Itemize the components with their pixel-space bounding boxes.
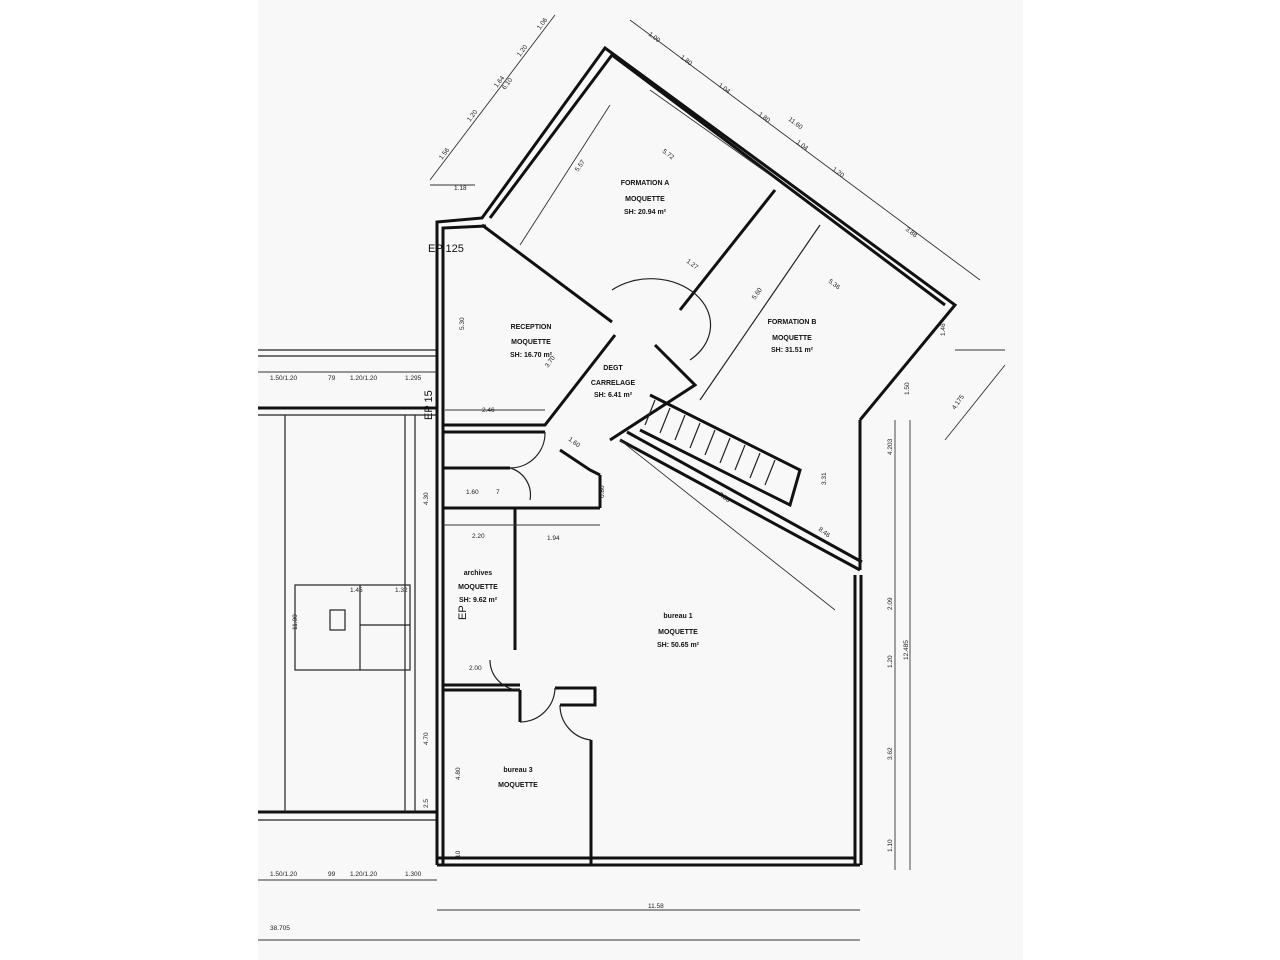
dimension-label: 1.60 xyxy=(466,489,479,496)
staircase xyxy=(639,393,802,508)
dimension-label: SH: 16.70 m² xyxy=(510,352,553,359)
room-formation-b: FORMATION B MOQUETTE SH: 31.51 m² xyxy=(768,319,817,354)
dimension-label: 2.00 xyxy=(469,665,482,672)
dimension-label: 3.88 xyxy=(904,226,919,239)
dimension-label: DEGT xyxy=(603,365,623,372)
dimension-label: 1.50/1.20 xyxy=(270,375,297,382)
dimension-label: 5.72 xyxy=(661,148,676,161)
dimension-label: CARRELAGE xyxy=(591,380,636,387)
dimension-label: SH: 31.51 m² xyxy=(771,347,814,354)
walls xyxy=(435,45,958,867)
dimension-label: MOQUETTE xyxy=(772,335,812,342)
dimension-label: 1.60 xyxy=(567,436,582,449)
dimension-label: 4.175 xyxy=(951,393,966,411)
plan-sheet xyxy=(258,0,1023,960)
room-bureau-1: bureau 1 MOQUETTE SH: 50.65 m² xyxy=(657,613,700,649)
dimension-label: MOQUETTE xyxy=(498,782,538,789)
dimension-label: 11.60 xyxy=(787,116,804,131)
dimension-label: 99 xyxy=(328,871,336,878)
dimension-label: 4.80 xyxy=(455,767,462,780)
dimension-label: SH: 6.41 m² xyxy=(594,392,633,399)
dimension-label: 79 xyxy=(328,375,336,382)
dimension-label: 2.09 xyxy=(887,597,894,610)
dimension-label: SH: 50.65 m² xyxy=(657,642,700,649)
dimension-label: SH: 9.62 m² xyxy=(459,597,498,604)
dimension-label: 5.30 xyxy=(459,317,466,330)
dimension-label: 2.20 xyxy=(472,533,485,540)
dimension-label: 7 xyxy=(496,489,500,496)
ep-marker-top: EP 125 xyxy=(428,243,464,255)
dimension-label: SH: 20.94 m² xyxy=(624,209,667,216)
dimension-label: 1.00 xyxy=(647,31,662,44)
dimension-label: 5.60 xyxy=(751,286,764,301)
dimension-label: 3.31 xyxy=(821,472,828,485)
dimension-label: 1.32 xyxy=(395,587,408,594)
dimension-label: 7.53 xyxy=(717,491,732,504)
dimension-label: FORMATION A xyxy=(621,180,670,187)
dimension-label: bureau 1 xyxy=(663,613,692,620)
dimension-label: 1.20 xyxy=(887,655,894,668)
dimension-label: FORMATION B xyxy=(768,319,817,326)
dimension-label: 1.18 xyxy=(454,185,467,192)
dimension-label: 3.62 xyxy=(887,747,894,760)
dimension-label: 2.46 xyxy=(482,407,495,414)
room-bureau-3: bureau 3 MOQUETTE xyxy=(498,767,538,789)
dimension-label: 1.295 xyxy=(405,375,422,382)
dimension-label: RECEPTION xyxy=(511,324,552,331)
dimension-label: 1.06 xyxy=(536,17,549,32)
dimension-label: 11.00 xyxy=(292,614,299,630)
dimension-label: 5.57 xyxy=(574,158,587,173)
left-building xyxy=(258,349,437,821)
dimension-label: 5.36 xyxy=(827,278,842,291)
dimension-label: 4.70 xyxy=(423,732,430,745)
dimension-label: MOQUETTE xyxy=(625,196,665,203)
dimension-label: 1.20 xyxy=(831,166,846,179)
dimension-label: 2.5 xyxy=(423,799,430,808)
dimension-label: 10 xyxy=(455,850,462,858)
dimension-label: 1.50/1.20 xyxy=(270,871,297,878)
dimension-label: 1.80 xyxy=(757,111,772,124)
dimension-label: 1.46 xyxy=(940,323,947,336)
dimension-label: 1.27 xyxy=(685,258,700,271)
room-reception: RECEPTION MOQUETTE SH: 16.70 m² xyxy=(510,324,553,359)
dimension-label: 1.94 xyxy=(547,535,560,542)
room-archives: archives MOQUETTE SH: 9.62 m² xyxy=(458,570,498,604)
dimension-label: 1.04 xyxy=(795,139,810,152)
dimension-label: 38.705 xyxy=(270,925,290,932)
dimension-label: 1.50 xyxy=(904,382,911,395)
room-formation-a: FORMATION A MOQUETTE SH: 20.94 m² xyxy=(621,180,670,216)
dimension-label: 4.203 xyxy=(887,438,894,455)
dimension-label: 1.20 xyxy=(466,109,479,124)
dimension-label: 12.485 xyxy=(903,640,910,660)
dimension-label: MOQUETTE xyxy=(458,584,498,591)
room-degt: DEGT CARRELAGE SH: 6.41 m² xyxy=(591,365,636,399)
dimension-label: 1.10 xyxy=(887,839,894,852)
ep-marker-low: EP xyxy=(457,605,469,620)
dimension-label: 0.80 xyxy=(599,485,606,498)
dimension-label: bureau 3 xyxy=(503,767,532,774)
dimension-label: 1.45 xyxy=(350,587,363,594)
dimension-label: 1.20/1.20 xyxy=(350,375,377,382)
dimension-lines xyxy=(258,14,1006,941)
dimension-label: 11.58 xyxy=(648,903,664,910)
dimension-label: 1.20/1.20 xyxy=(350,871,377,878)
ep-marker-mid: EP 15 xyxy=(423,390,435,420)
dimension-label: archives xyxy=(464,570,493,577)
dimension-label: 1.300 xyxy=(405,871,422,878)
dimension-label: MOQUETTE xyxy=(658,629,698,636)
dimension-label: MOQUETTE xyxy=(511,339,551,346)
dimension-label: 4.30 xyxy=(423,492,430,505)
